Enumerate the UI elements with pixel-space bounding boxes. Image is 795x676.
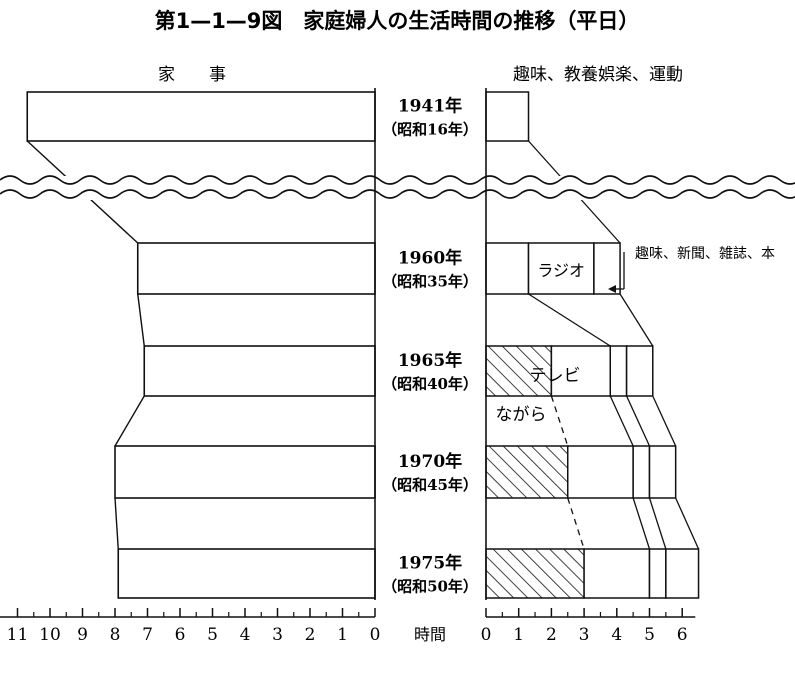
year-label: 1975年	[398, 553, 462, 574]
tv-label: テレビ	[530, 366, 581, 386]
leisure-connector	[609, 395, 634, 447]
bars	[26, 91, 700, 599]
leisure-segment-hatch	[485, 548, 585, 599]
left-tick-label: 6	[175, 625, 186, 645]
year-label: 1941年	[398, 96, 462, 117]
housework-bar	[143, 345, 376, 397]
housework-bar	[114, 445, 376, 499]
right-tick-label: 3	[579, 625, 590, 645]
era-label: （昭和45年）	[382, 476, 478, 494]
hobby-label: 趣味、新聞、雑誌、本	[635, 246, 775, 262]
left-tick-label: 7	[142, 625, 153, 645]
housework-bar	[26, 91, 376, 142]
left-tick-label: 1	[337, 625, 348, 645]
break-wave-top	[0, 175, 795, 185]
era-label: （昭和35年）	[382, 273, 478, 291]
leisure-segment-plain	[593, 242, 621, 295]
era-label: （昭和50年）	[382, 578, 478, 596]
right-tick-label: 4	[611, 625, 622, 645]
leisure-segment-plain	[567, 445, 634, 499]
leisure-segment-plain	[648, 445, 677, 499]
left-tick-label: 8	[110, 625, 121, 645]
leisure-segment-plain	[625, 345, 654, 397]
left-tick-label: 4	[240, 625, 251, 645]
leisure-connector	[626, 395, 651, 447]
chart-title: 第1—1—9図 家庭婦人の生活時間の推移（平日）	[155, 9, 640, 33]
axis-break	[0, 175, 795, 200]
leisure-segment-plain	[665, 548, 700, 599]
year-label: 1960年	[398, 248, 462, 269]
leisure-segment-plain	[583, 548, 651, 599]
leisure-connector	[675, 497, 700, 550]
leisure-connector	[632, 497, 651, 550]
axis-unit-label: 時間	[414, 625, 446, 644]
hobby-pointer-arrowhead	[608, 285, 616, 293]
left-tick-label: 0	[370, 625, 381, 645]
year-label: 1965年	[398, 350, 462, 371]
housework-connector	[137, 293, 145, 347]
era-label: （昭和40年）	[382, 375, 478, 393]
right-tick-label: 2	[546, 625, 557, 645]
leisure-segment-plain	[609, 345, 628, 397]
right-tick-label: 1	[513, 625, 524, 645]
housework-connector	[114, 497, 119, 550]
leisure-connector	[648, 497, 667, 550]
leisure-connector	[619, 293, 654, 347]
left-tick-label: 3	[272, 625, 283, 645]
left-tick-label: 2	[305, 625, 316, 645]
left-tick-label: 9	[77, 625, 88, 645]
year-label: 1970年	[398, 451, 462, 472]
right-tick-label: 6	[677, 625, 688, 645]
leisure-connector	[567, 497, 585, 550]
nagara-label: ながら	[496, 405, 547, 425]
leisure-connector	[528, 293, 611, 347]
era-label: （昭和16年）	[382, 121, 478, 139]
left-tick-label: 5	[207, 625, 218, 645]
radio-label: ラジオ	[537, 261, 585, 280]
leisure-segment-hatch	[485, 445, 569, 499]
leisure-segment-plain	[632, 445, 651, 499]
housework-bar	[117, 548, 376, 599]
leisure-segment-plain	[648, 548, 667, 599]
break-wave-bottom	[0, 189, 795, 199]
leisure-segment-plain	[485, 242, 530, 295]
left-panel-title: 家 事	[158, 65, 226, 85]
right-panel-title: 趣味、教養娯楽、運動	[513, 65, 683, 85]
leisure-segment-plain	[485, 91, 530, 142]
left-tick-label: 11	[7, 625, 29, 645]
right-tick-label: 5	[644, 625, 655, 645]
leisure-connector	[550, 395, 569, 447]
leisure-connector	[652, 395, 677, 447]
right-tick-label: 0	[481, 625, 492, 645]
year-labels: 1941年 （昭和16年） 1960年 （昭和35年） 1965年 （昭和40年） 1970…	[382, 96, 478, 596]
housework-connector	[114, 395, 145, 447]
left-tick-label: 10	[39, 625, 61, 645]
housework-bar	[136, 242, 376, 295]
